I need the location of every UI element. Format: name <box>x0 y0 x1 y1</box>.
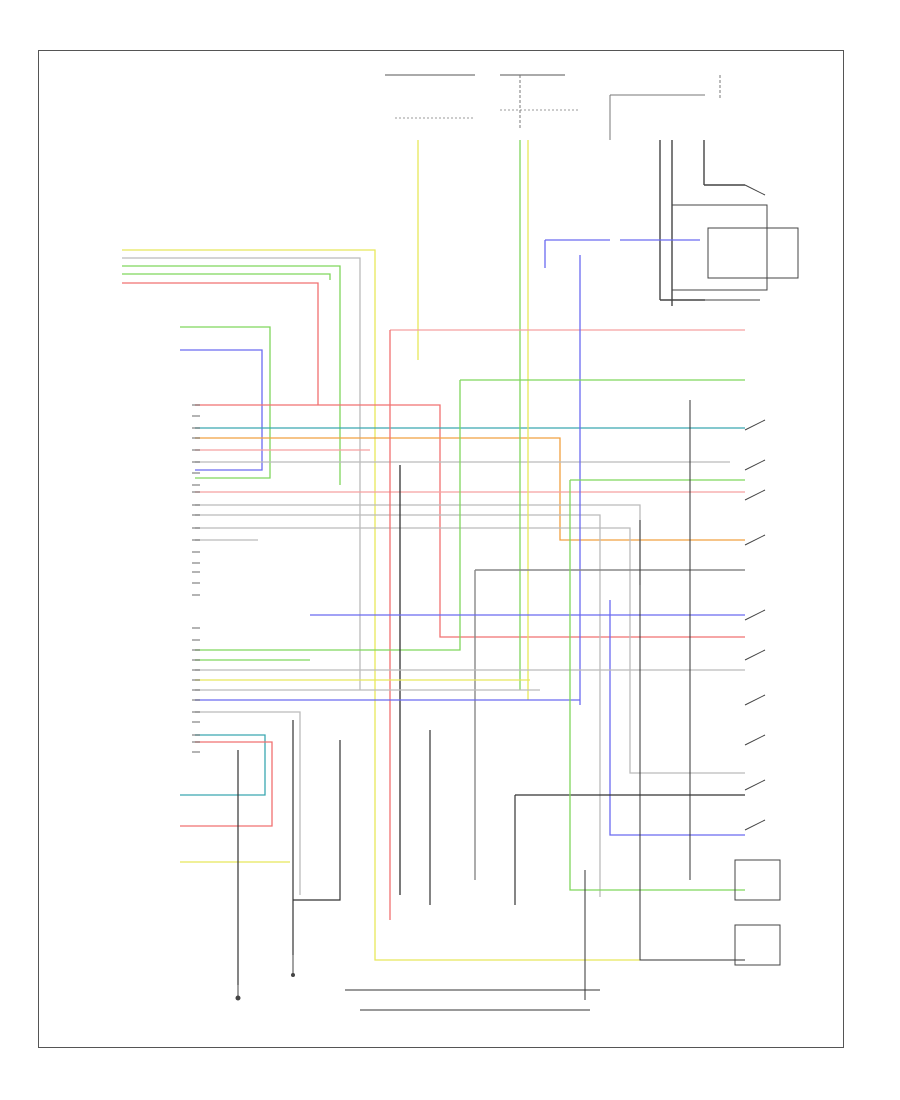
switch-contact <box>744 734 766 746</box>
switch-contact <box>744 779 766 791</box>
wire-gray-bus-4 <box>195 527 745 774</box>
module-box <box>734 859 781 901</box>
top-fuse-area <box>385 74 799 306</box>
wire-green-top <box>122 265 341 485</box>
ground-symbol <box>235 955 295 1001</box>
wire-blue-left <box>180 349 263 471</box>
wire-gray-top <box>122 257 361 690</box>
wire-gray-lower-3 <box>195 711 301 895</box>
wire-teal-lower <box>180 734 266 796</box>
wire-red-lower <box>180 741 273 827</box>
switch-contact <box>744 459 766 471</box>
switch-contact <box>744 649 766 661</box>
switch-contact <box>744 609 766 621</box>
wire-blue-right <box>609 600 745 836</box>
wire-gray-bus-3 <box>195 514 601 897</box>
switch-contact <box>744 819 766 831</box>
wire-gray-bus-2 <box>195 504 641 585</box>
switch-symbols <box>734 419 781 966</box>
connector-pins <box>192 404 200 753</box>
wire-yellow-main <box>122 249 640 961</box>
diagram-frame <box>38 50 844 1048</box>
wire-red-top <box>122 282 319 405</box>
wire-green-mid-drop <box>195 380 461 651</box>
wire-dark-bottom <box>293 740 341 901</box>
switch-contact <box>744 534 766 546</box>
wire-green-top-2 <box>122 273 331 280</box>
switch-contact <box>744 489 766 501</box>
wire-green-left <box>180 326 271 479</box>
switch-contact <box>744 419 766 431</box>
switch-contact <box>744 694 766 706</box>
module-box <box>734 924 781 966</box>
wire-right-vert <box>639 520 745 961</box>
wire-orange-bus <box>195 437 745 541</box>
wire-group <box>122 140 745 1011</box>
wire-green-right-drop <box>569 480 745 891</box>
wire-red-bus-1 <box>195 404 745 638</box>
